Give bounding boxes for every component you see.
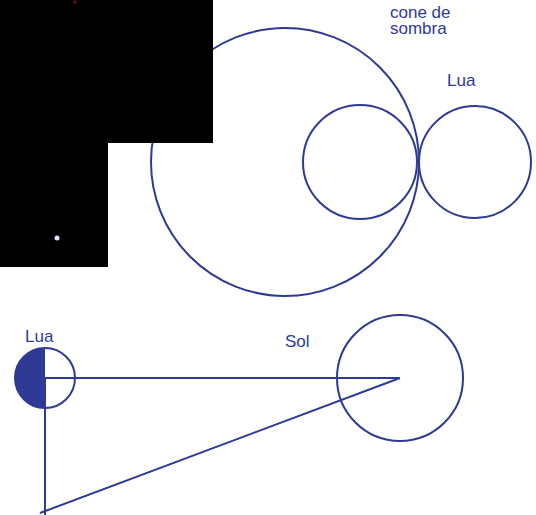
- circle-label: Sol: [285, 334, 335, 350]
- circle-label: Lua: [447, 73, 507, 89]
- ray-line: [45, 377, 76, 379]
- night-sky: [0, 0, 213, 267]
- circle-outline: [418, 105, 532, 219]
- circle-outline: [14, 347, 76, 409]
- ray-line: [40, 378, 400, 513]
- ray-line: [336, 377, 400, 379]
- moon-circle: Lua: [418, 105, 532, 219]
- moon-phase-circle: Lua: [14, 347, 76, 409]
- circle-outline: [336, 314, 464, 442]
- star: [74, 1, 77, 4]
- sun-circle: Sol: [336, 314, 464, 442]
- circle-label: cone de sombra: [390, 5, 462, 37]
- moon-dark-half: [15, 348, 45, 408]
- inner-circle: [303, 105, 417, 219]
- circle-label: Lua: [25, 329, 75, 345]
- ray-connector: [76, 377, 336, 379]
- star: [55, 236, 60, 241]
